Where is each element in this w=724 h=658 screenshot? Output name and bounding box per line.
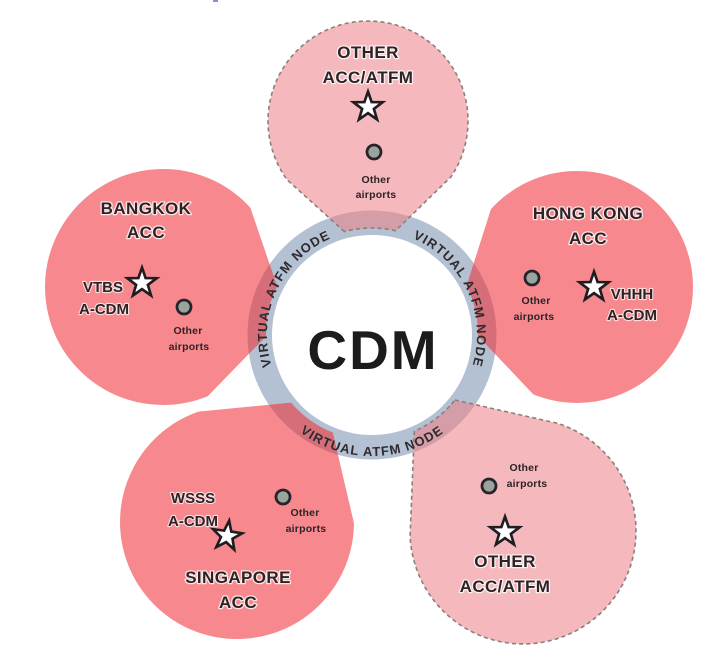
other-airports-dot-icon (523, 269, 541, 287)
cdm-hub-circle (272, 235, 472, 435)
petal-hongkong-title-line2: ACC (569, 229, 607, 248)
petal-singapore-airports-line2: airports (286, 523, 327, 535)
petal-bangkok-site-acdm: A-CDM (79, 301, 129, 318)
other-airports-dot-icon (365, 143, 383, 161)
petal-singapore-site-acdm: A-CDM (168, 513, 218, 530)
petal-hongkong-airports-line2: airports (514, 311, 555, 323)
petal-other-bottom-content: Other airports OTHER ACC/ATFM (458, 462, 551, 597)
petal-bangkok-acc (45, 168, 278, 405)
cdm-hub-label: CDM (307, 319, 438, 381)
petal-top-title-line2: ACC/ATFM (323, 68, 414, 87)
petal-top-airports-line2: airports (356, 189, 397, 201)
petal-bangkok-airports-line1: Other (173, 325, 202, 337)
petal-hong-kong-acc (466, 170, 693, 403)
other-airports-dot-icon (274, 488, 292, 506)
petal-top-airports-line1: Other (361, 174, 390, 186)
petal-other-bottom-airports-line2: airports (507, 478, 548, 490)
petal-bangkok-site-code: VTBS (83, 279, 123, 296)
edge-artifact (213, 0, 218, 2)
petal-singapore-site-code: WSSS (171, 490, 215, 507)
petal-singapore-title-line2: ACC (219, 593, 257, 612)
petal-bottom-other-acc-atfm (409, 399, 637, 645)
petal-other-bottom-title-line1: OTHER (474, 552, 536, 571)
petal-bangkok-title-line2: ACC (127, 223, 165, 242)
petal-singapore-airports-line1: Other (290, 507, 319, 519)
petal-hongkong-site-acdm: A-CDM (607, 307, 657, 324)
petal-top-title-line1: OTHER (337, 43, 399, 62)
other-airports-dot-icon (480, 477, 498, 495)
petal-hongkong-site-code: VHHH (611, 286, 654, 303)
petal-bangkok-airports-line2: airports (169, 341, 210, 353)
petal-hongkong-airports-line1: Other (521, 295, 550, 307)
petal-top-content: OTHER ACC/ATFM Other airports (321, 42, 414, 201)
petal-top-other-acc-atfm (267, 20, 469, 233)
petal-singapore-title-line1: SINGAPORE (185, 568, 291, 587)
petal-singapore-acc (120, 402, 354, 640)
petal-bangkok-content: BANGKOK ACC VTBS A-CDM Other airports (78, 198, 210, 353)
petal-hongkong-content: HONG KONG ACC Other airports VHHH A-CDM (514, 203, 658, 325)
other-airports-dot-icon (175, 298, 193, 316)
petal-singapore-content: WSSS A-CDM Other airports SINGAPORE ACC (167, 488, 327, 613)
petal-bangkok-title-line1: BANGKOK (101, 199, 192, 218)
petal-hongkong-title-line1: HONG KONG (533, 204, 643, 223)
petal-shapes (45, 20, 693, 645)
petal-other-bottom-airports-line1: Other (509, 462, 538, 474)
petal-other-bottom-title-line2: ACC/ATFM (460, 577, 551, 596)
